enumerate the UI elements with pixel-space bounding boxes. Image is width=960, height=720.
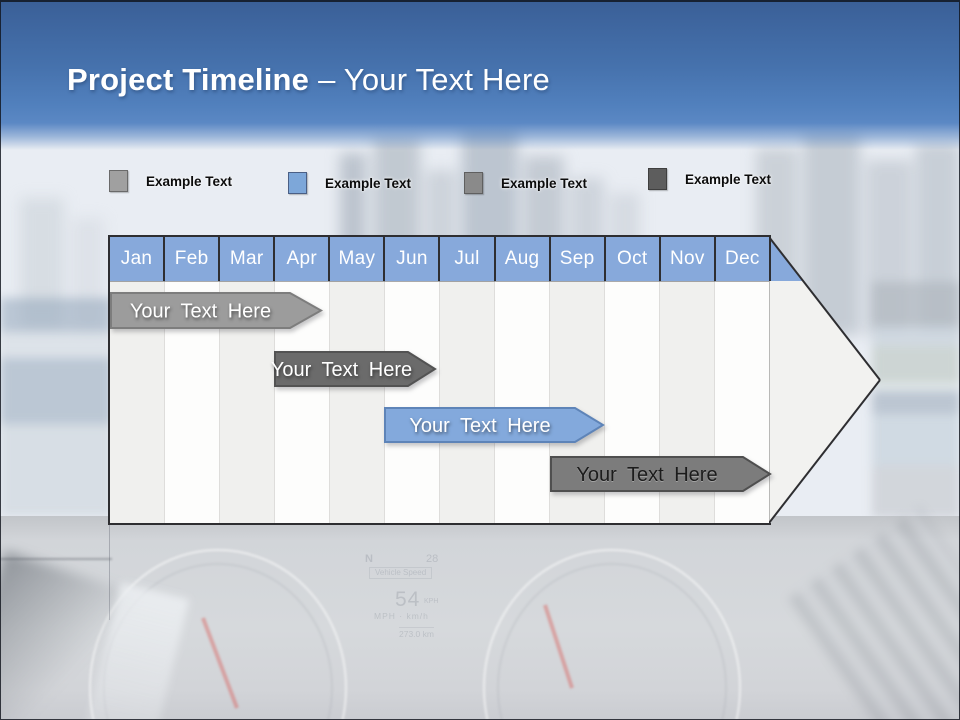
month-column bbox=[220, 237, 275, 523]
speed-unit: KPH bbox=[424, 598, 439, 605]
slide-title-main: Project Timeline bbox=[67, 62, 310, 97]
photo-band bbox=[872, 390, 960, 414]
month-cell-may: May bbox=[328, 237, 384, 281]
bar-shape bbox=[110, 292, 324, 329]
bar-shape bbox=[274, 351, 437, 387]
month-column bbox=[110, 237, 165, 523]
right-gauge-inner-ring bbox=[497, 563, 727, 720]
arrowhead-bottom-edge bbox=[769, 379, 881, 524]
slide-title-suffix: – Your Text Here bbox=[318, 62, 550, 97]
photo-band bbox=[872, 414, 960, 466]
gear-value: 28 bbox=[426, 553, 439, 565]
gear-indicator: N bbox=[365, 553, 373, 565]
gantt-columns bbox=[110, 237, 769, 523]
photo-band bbox=[0, 298, 112, 332]
photo-band bbox=[0, 424, 112, 516]
month-column bbox=[495, 237, 550, 523]
timeline-bar-3: Your Text Here bbox=[384, 407, 605, 443]
photo-band bbox=[0, 358, 112, 424]
month-cell-sep: Sep bbox=[548, 237, 604, 281]
legend-swatch-icon bbox=[464, 172, 483, 194]
bar-label: Your Text Here bbox=[271, 359, 412, 381]
photo-band bbox=[872, 466, 960, 518]
legend-label: Example Text bbox=[685, 171, 772, 187]
month-cell-mar: Mar bbox=[218, 237, 274, 281]
legend-label: Example Text bbox=[325, 175, 412, 191]
month-cell-dec: Dec bbox=[713, 237, 769, 281]
arrowhead-fill bbox=[769, 237, 880, 523]
legend-item: Example Text bbox=[648, 167, 771, 191]
month-cell-aug: Aug bbox=[493, 237, 549, 281]
legend-item: Example Text bbox=[109, 169, 232, 193]
legend-label: Example Text bbox=[501, 175, 588, 191]
bar-label: Your Text Here bbox=[576, 464, 717, 486]
legend-item: Example Text bbox=[464, 171, 587, 195]
month-cell-jun: Jun bbox=[383, 237, 439, 281]
header-gradient bbox=[0, 0, 960, 150]
month-cell-jul: Jul bbox=[438, 237, 494, 281]
bar-shape bbox=[550, 456, 772, 492]
month-cell-oct: Oct bbox=[603, 237, 659, 281]
month-cell-apr: Apr bbox=[273, 237, 329, 281]
bar-label: Your Text Here bbox=[409, 415, 550, 437]
left-gauge-needle bbox=[201, 617, 239, 709]
arrowhead bbox=[769, 236, 881, 524]
bar-label: Your Text Here bbox=[130, 301, 271, 323]
photo-band bbox=[872, 326, 960, 346]
arrowhead-top-edge bbox=[769, 236, 881, 381]
odometer: 273.0 km bbox=[399, 627, 434, 639]
legend-label: Example Text bbox=[146, 173, 233, 189]
photo-band bbox=[872, 282, 960, 326]
photo-band bbox=[872, 384, 960, 390]
month-cell-jan: Jan bbox=[110, 237, 164, 281]
bar-shape bbox=[384, 407, 605, 443]
legend-swatch-icon bbox=[109, 170, 128, 192]
photo-band bbox=[872, 346, 960, 384]
vehicle-speed-label: Vehicle Speed bbox=[369, 567, 433, 579]
speed-value: 54 bbox=[395, 588, 421, 611]
right-gauge-ring bbox=[482, 548, 742, 720]
timeline-bar-2: Your Text Here bbox=[271, 351, 437, 387]
month-cell-feb: Feb bbox=[163, 237, 219, 281]
month-cell-nov: Nov bbox=[658, 237, 714, 281]
legend-item: Example Text bbox=[288, 171, 411, 195]
dashboard-edge-line bbox=[0, 558, 112, 560]
timeline-bar-1: Your Text Here bbox=[110, 292, 324, 329]
legend-swatch-icon bbox=[648, 168, 667, 190]
gauge-graphics bbox=[88, 548, 742, 720]
month-column bbox=[440, 237, 495, 523]
photo-band bbox=[0, 332, 112, 358]
slide-title: Project Timeline– Your Text Here bbox=[67, 60, 550, 100]
legend-swatch-icon bbox=[288, 172, 307, 194]
units-row: MPH · km/h bbox=[374, 611, 429, 621]
timeline-bar-4: Your Text Here bbox=[550, 456, 772, 492]
month-column bbox=[165, 237, 220, 523]
table-reflection-line bbox=[109, 525, 110, 620]
right-gauge-needle bbox=[543, 604, 574, 689]
